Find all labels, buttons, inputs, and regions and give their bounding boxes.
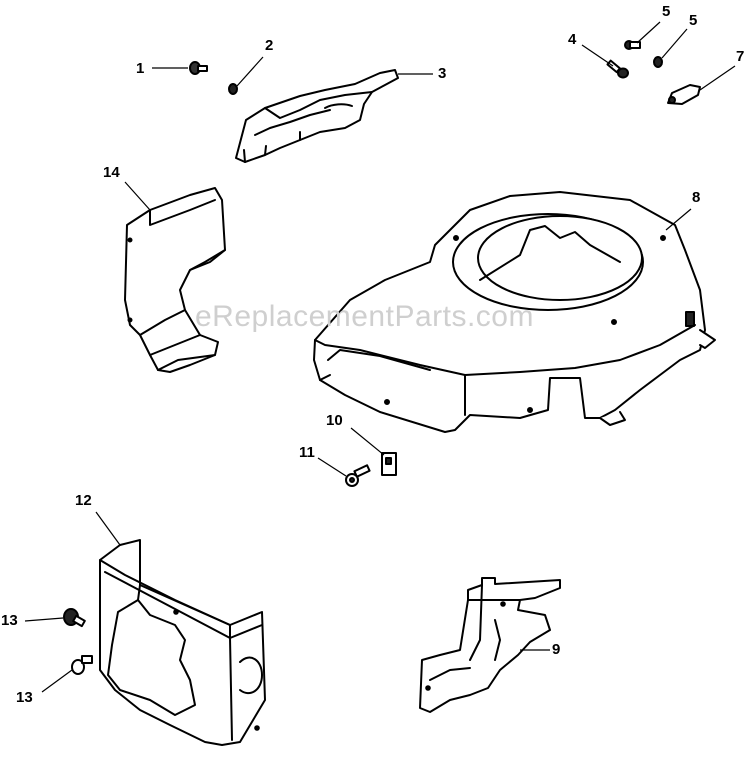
leader-8 [665,208,692,231]
leader-14 [124,181,151,211]
part-12-shroud [99,539,266,746]
leader-10 [350,427,385,456]
callout-5b: 5 [689,12,698,29]
part-14-baffle [124,187,226,373]
callout-13b: 13 [16,689,33,706]
leader-7 [699,65,736,91]
callout-11: 11 [299,444,315,461]
callout-12: 12 [75,492,92,509]
callout-10: 10 [326,412,343,429]
part-11-screw [345,464,371,487]
leader-11 [317,457,347,477]
leader-5a [636,21,661,44]
part-5-washer [653,56,663,68]
part-4-screw [606,59,629,79]
callout-7: 7 [736,48,745,65]
part-5-screw [624,40,641,50]
callout-4: 4 [568,31,577,48]
callout-1: 1 [136,60,145,77]
callout-13a: 13 [1,612,18,629]
callout-2: 2 [265,37,274,54]
callout-8: 8 [692,189,701,206]
part-8-blower-housing [313,191,716,433]
part-13-screw-upper [63,608,86,628]
callout-3: 3 [438,65,447,82]
part-3-bracket [235,69,399,163]
leader-4 [581,44,614,67]
callout-14: 14 [103,164,120,181]
leader-12 [95,511,121,546]
callout-5a: 5 [662,3,671,20]
part-7-clip [667,84,701,105]
part-1-screw [189,61,208,75]
part-2-washer [228,83,238,95]
callout-9: 9 [552,641,561,658]
leader-lines [24,21,736,693]
leader-13b [41,669,73,693]
leader-5b [661,28,688,59]
part-9-bracket [419,577,561,713]
leader-2 [236,56,264,87]
watermark: eReplacementParts.com [195,300,534,333]
part-10-clip [381,452,397,476]
part-13-screw-lower [71,655,93,675]
leader-13a [24,617,64,622]
